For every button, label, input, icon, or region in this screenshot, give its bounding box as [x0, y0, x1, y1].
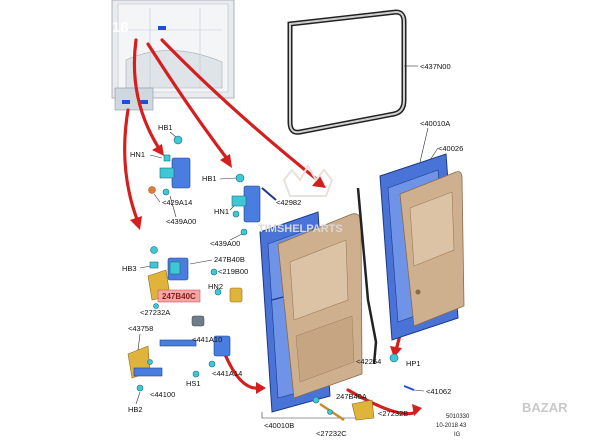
- label-43758: <43758: [128, 324, 153, 333]
- diagram-code-line1: 5010330: [446, 414, 470, 420]
- left-door-assembly: [259, 211, 363, 413]
- label-HN1-left: HN1: [130, 150, 145, 159]
- label-247B40B: 247B40B: [214, 255, 245, 264]
- label-40026: <40026: [438, 144, 463, 153]
- label-HB2: HB2: [128, 405, 143, 414]
- label-42982: <42982: [276, 198, 301, 207]
- hinge-mount-marker-left: [122, 100, 130, 104]
- label-40010B: <40010B: [264, 421, 294, 430]
- label-HB3: HB3: [122, 264, 137, 273]
- center-watermark: TIMSHELPARTS: [258, 163, 343, 235]
- hinge-mount-marker-top: [158, 26, 166, 30]
- label-439A00-b: <439A00: [210, 239, 240, 248]
- lower-left-hinge-assembly: [147, 246, 243, 309]
- diagram-code-line2: 10-2018 43: [436, 423, 467, 429]
- label-437N00: <437N00: [420, 62, 451, 71]
- door-seal: [287, 9, 407, 135]
- hinge-mount-marker-right: [140, 100, 148, 104]
- center-watermark-text: TIMSHELPARTS: [258, 223, 343, 235]
- label-42264: <42264: [356, 357, 381, 366]
- highlight-box-247B40C: [157, 289, 201, 303]
- label-219B00: <219B00: [218, 267, 248, 276]
- label-27232A: <27232A: [140, 308, 170, 317]
- label-441A10: <441A10: [192, 335, 222, 344]
- label-247B40C: 247B40C: [162, 292, 196, 301]
- label-HS1: HS1: [186, 379, 201, 388]
- label-44100: <44100: [150, 390, 175, 399]
- label-439A00-a: <439A00: [166, 217, 196, 226]
- label-HB1-top: HB1: [158, 123, 173, 132]
- watermark-text: timshelparts2018: [6, 19, 129, 36]
- middle-hinge-assembly: [231, 173, 277, 236]
- label-HN2: HN2: [208, 282, 223, 291]
- bazar-logo-text: BAZAR: [522, 400, 568, 415]
- right-door-assembly: [379, 153, 465, 341]
- part-41062: [403, 385, 415, 391]
- label-HN1-mid: HN1: [214, 207, 229, 216]
- label-HP1: HP1: [406, 359, 421, 368]
- group-bracket-40010B: [261, 412, 361, 419]
- label-41062: <41062: [426, 387, 451, 396]
- label-27232C: <27232C: [316, 429, 347, 438]
- label-40010A: <40010A: [420, 119, 450, 128]
- upper-left-hinge-assembly: [148, 135, 191, 196]
- label-247B40A: 247B40A: [336, 392, 367, 401]
- bottom-left-hinge-assembly: [127, 315, 231, 392]
- diagram-code-line3: IG: [454, 432, 461, 438]
- label-429A14: <429A14: [162, 198, 192, 207]
- label-HB1-mid: HB1: [202, 174, 217, 183]
- bottom-hinge-assembly: [312, 396, 375, 422]
- part-HP1: [389, 353, 399, 363]
- label-27232B: <27232B: [378, 409, 408, 418]
- weatherstrip-42264: [356, 187, 378, 365]
- van-interior-illustration: [111, 0, 235, 111]
- bazar-logo: BAZAR: [522, 400, 568, 415]
- label-441A14: <441A14: [212, 369, 242, 378]
